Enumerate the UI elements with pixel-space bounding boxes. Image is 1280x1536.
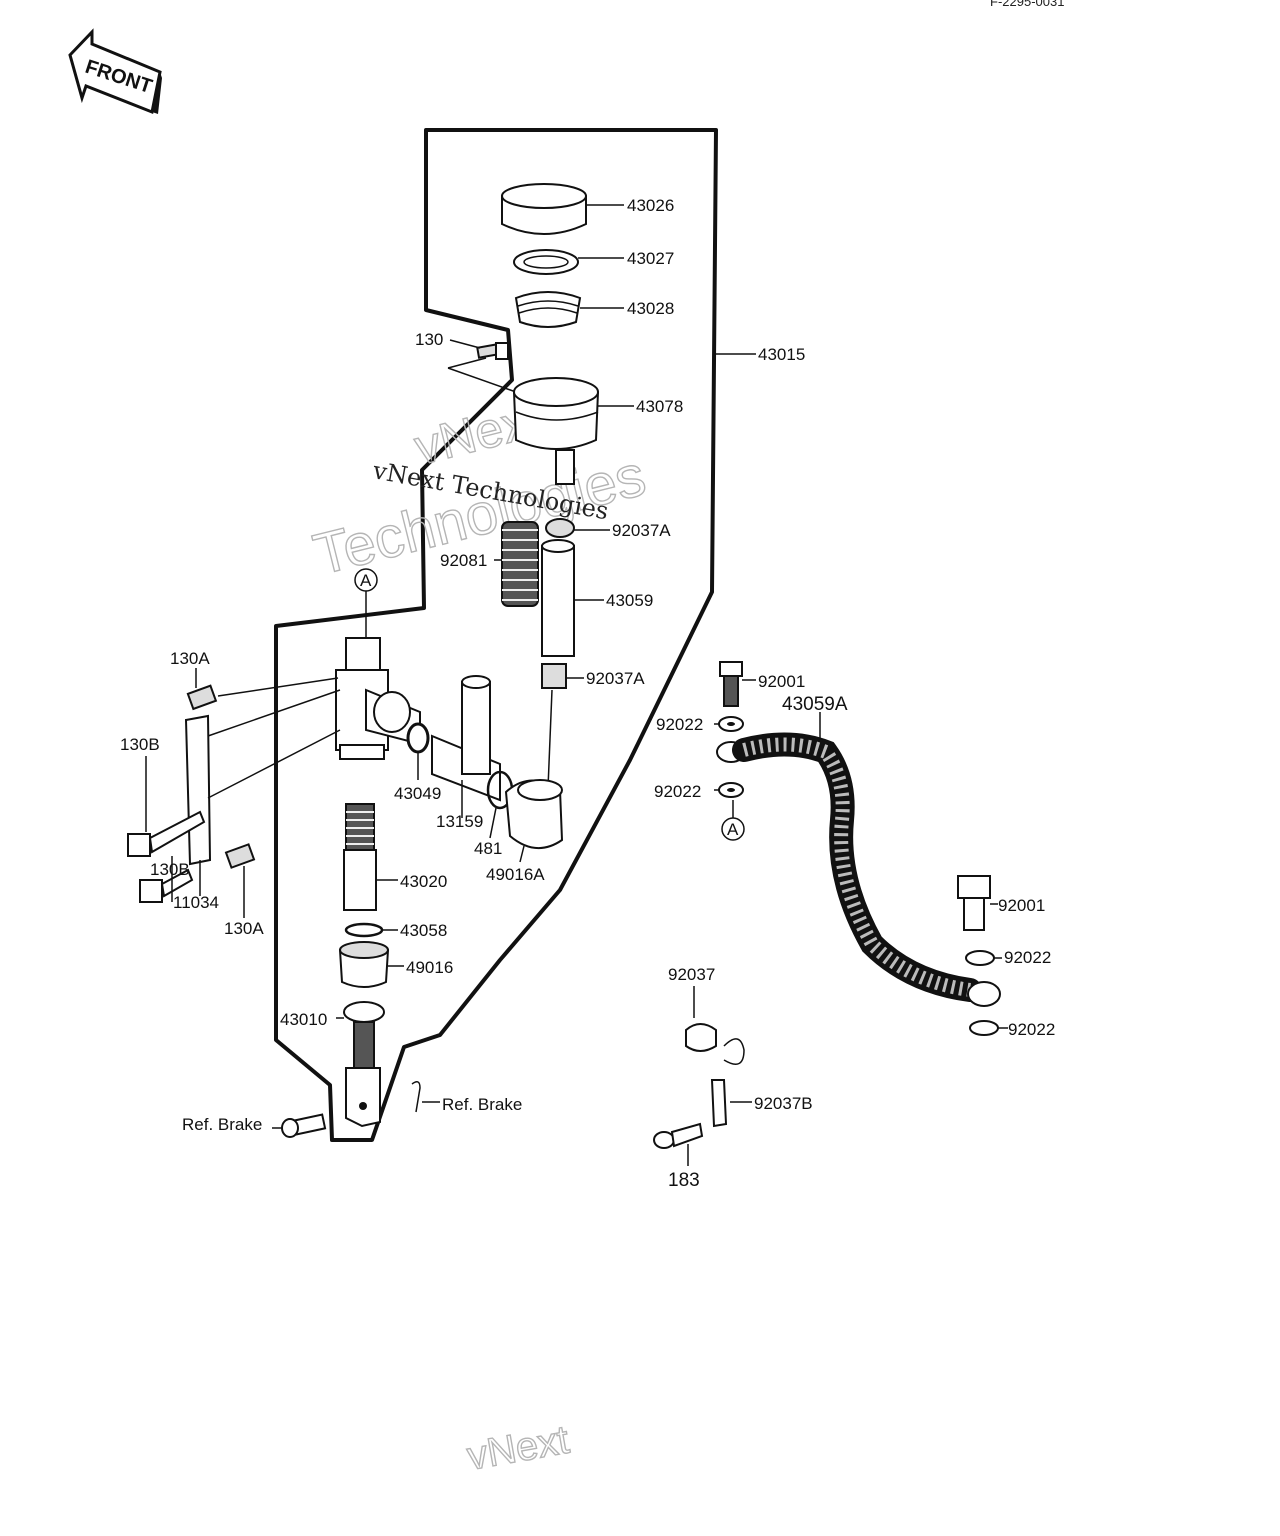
- label-49016: 49016: [406, 958, 453, 977]
- diaphragm-43028: [514, 291, 624, 328]
- reference-marker-a-top: [354, 568, 378, 640]
- label-43078: 43078: [636, 397, 683, 416]
- washer-92022-3: [965, 950, 1002, 966]
- label-43028: 43028: [627, 299, 674, 318]
- label-92022-2: 92022: [654, 782, 701, 801]
- bolt-130B-top: [127, 756, 206, 857]
- label-92001-top: 92001: [758, 672, 805, 691]
- label-43058: 43058: [400, 921, 447, 940]
- screw-183: [653, 1122, 704, 1166]
- spring-92081: [494, 521, 539, 607]
- bolt-130B-bottom: [139, 856, 194, 903]
- hose-43059A: [716, 712, 1001, 1007]
- assembly-border-43015: [274, 128, 718, 1142]
- elbow-49016A: [504, 779, 564, 863]
- watermark-bottom: vNext: [464, 1418, 572, 1479]
- clamp-92037B: [710, 1038, 752, 1128]
- label-43015: 43015: [758, 345, 805, 364]
- label-130B-bottom: 130B: [150, 860, 190, 879]
- boot-49016: [338, 941, 404, 988]
- o-ring-43049: [406, 722, 430, 780]
- reservoir-cap-43026: [501, 183, 624, 235]
- label-130B-top: 130B: [120, 735, 160, 754]
- label-a-top: A: [360, 571, 372, 590]
- screw-130: [447, 339, 517, 393]
- label-92022-1: 92022: [656, 715, 703, 734]
- label-130: 130: [415, 330, 443, 349]
- label-92037: 92037: [668, 965, 715, 984]
- label-92001-bottom: 92001: [998, 896, 1045, 915]
- label-43027: 43027: [627, 249, 674, 268]
- reference-marker-a-hose: [721, 800, 745, 841]
- label-92037A-top: 92037A: [612, 521, 671, 540]
- cap-plate-43027: [513, 249, 624, 275]
- reservoir-43078: [512, 377, 634, 485]
- label-43059: 43059: [606, 591, 653, 610]
- circlip-43058: [344, 922, 398, 938]
- label-ref-brake-left: Ref. Brake: [182, 1115, 262, 1134]
- banjo-bolt-92001-bottom: [957, 875, 998, 931]
- diagram-code: F-2295-0031: [990, 0, 1064, 9]
- label-13159: 13159: [436, 812, 483, 831]
- cotter-pin: [411, 1081, 440, 1113]
- label-481: 481: [474, 839, 502, 858]
- clamp-92037A-bottom: [541, 663, 584, 789]
- label-183: 183: [668, 1170, 700, 1191]
- label-a-hose: A: [727, 820, 739, 839]
- clevis-pin: [272, 1113, 327, 1138]
- banjo-bolt-92001-top: [719, 661, 756, 707]
- label-ref-brake-right: Ref. Brake: [442, 1095, 522, 1114]
- piston-43020: [343, 803, 398, 911]
- connector-13159: [431, 675, 501, 818]
- grommet-92037: [685, 986, 717, 1052]
- washer-92022-2: [714, 782, 744, 798]
- label-130A-top: 130A: [170, 649, 210, 668]
- reservoir-hose-43059: [541, 539, 604, 657]
- screw-130A-top: [186, 668, 339, 711]
- label-43059A: 43059A: [782, 694, 848, 715]
- label-92022-3: 92022: [1004, 948, 1051, 967]
- washer-92022-1: [714, 716, 744, 732]
- label-92022-4: 92022: [1008, 1020, 1055, 1039]
- clamp-92037A-top: [545, 518, 610, 538]
- bracket-11034: [184, 689, 341, 896]
- label-43049: 43049: [394, 784, 441, 803]
- label-49016A: 49016A: [486, 865, 545, 884]
- label-11034: 11034: [173, 893, 219, 912]
- label-92037A-bottom: 92037A: [586, 669, 645, 688]
- screw-130A-bottom: [224, 843, 256, 918]
- label-92081: 92081: [440, 551, 487, 570]
- label-43010: 43010: [280, 1010, 327, 1029]
- label-130A-bottom: 130A: [224, 919, 264, 938]
- push-rod-43010: [336, 1001, 385, 1128]
- label-43026: 43026: [627, 196, 674, 215]
- label-92037B: 92037B: [754, 1094, 813, 1113]
- front-arrow-icon: FRONT: [68, 28, 162, 115]
- washer-92022-4: [969, 1020, 1008, 1036]
- master-cylinder-body: [335, 637, 421, 760]
- label-43020: 43020: [400, 872, 447, 891]
